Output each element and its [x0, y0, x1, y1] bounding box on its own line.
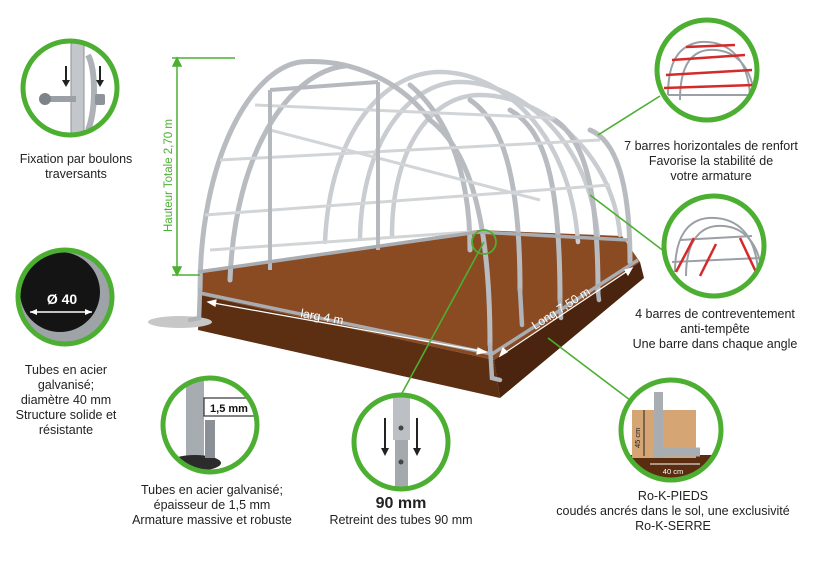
caption-feet: Ro-K-PIEDS coudés ancrés dans le sol, un…	[552, 489, 794, 534]
foot-depth-label: 45 cm	[633, 428, 642, 448]
caption-line: traversants	[45, 167, 107, 181]
caption-line: Favorise la stabilité de	[648, 154, 774, 168]
caption-line: 7 barres horizontales de renfort	[624, 139, 798, 153]
caption-retreint: 90 mm Retreint des tubes 90 mm	[306, 495, 496, 528]
caption-line: 4 barres de contreventement	[635, 307, 795, 321]
frame-horizontal-bars-icon	[654, 17, 760, 123]
caliper-icon: 1,5 mm	[160, 375, 260, 475]
soil-front-face	[198, 295, 500, 398]
tube-section-icon: Ø 40	[15, 247, 115, 347]
caption-line: Armature massive et robuste	[132, 513, 292, 527]
caption-line: Structure solide et	[15, 408, 117, 422]
callout-leader-lines	[400, 95, 666, 401]
caption-line: Tubes en acier galvanisé;	[141, 483, 283, 497]
caption-horizontal-bars: 7 barres horizontales de renfort Favoris…	[602, 139, 820, 184]
caption-line: votre armature	[670, 169, 752, 183]
soil-right-face	[494, 262, 644, 398]
caption-tube-diameter: Tubes en acier galvanisé; diamètre 40 mm…	[0, 363, 132, 438]
frame-bracing-icon	[661, 193, 767, 299]
tube-diameter-badge: Ø 40	[47, 291, 78, 307]
tube-join-icon	[351, 392, 451, 492]
caption-line: Une barre dans chaque angle	[632, 337, 798, 351]
caption-line: épaisseur de 1,5 mm	[153, 498, 271, 512]
caption-line: diamètre 40 mm	[20, 393, 112, 407]
caption-line: résistante	[38, 423, 94, 437]
caption-line: coudés ancrés dans le sol, une exclusivi…	[556, 504, 790, 518]
bolt-fixation-icon	[20, 38, 120, 138]
soil-top	[198, 230, 640, 360]
retreint-value: 90 mm	[375, 495, 427, 512]
anchor-foot-icon: 45 cm 40 cm	[618, 377, 724, 483]
caption-bracing: 4 barres de contreventement anti-tempête…	[610, 307, 820, 352]
caption-line: Fixation par boulons	[19, 152, 133, 166]
caption-bolts: Fixation par boulons traversants	[6, 152, 146, 182]
caption-line: galvanisé;	[37, 378, 95, 392]
caption-line: Ro-K-SERRE	[635, 519, 711, 533]
caption-line: Retreint des tubes 90 mm	[329, 513, 473, 527]
caption-line: Tubes en acier	[24, 363, 108, 377]
greenhouse-illustration	[148, 56, 644, 398]
caption-thickness: Tubes en acier galvanisé; épaisseur de 1…	[112, 483, 312, 528]
height-dimension-label: Hauteur Totale 2,70 m	[163, 119, 175, 232]
thickness-badge: 1,5 mm	[210, 403, 248, 415]
caption-line: anti-tempête	[680, 322, 750, 336]
foot-width-label: 40 cm	[663, 467, 683, 476]
caption-line: Ro-K-PIEDS	[637, 489, 709, 503]
